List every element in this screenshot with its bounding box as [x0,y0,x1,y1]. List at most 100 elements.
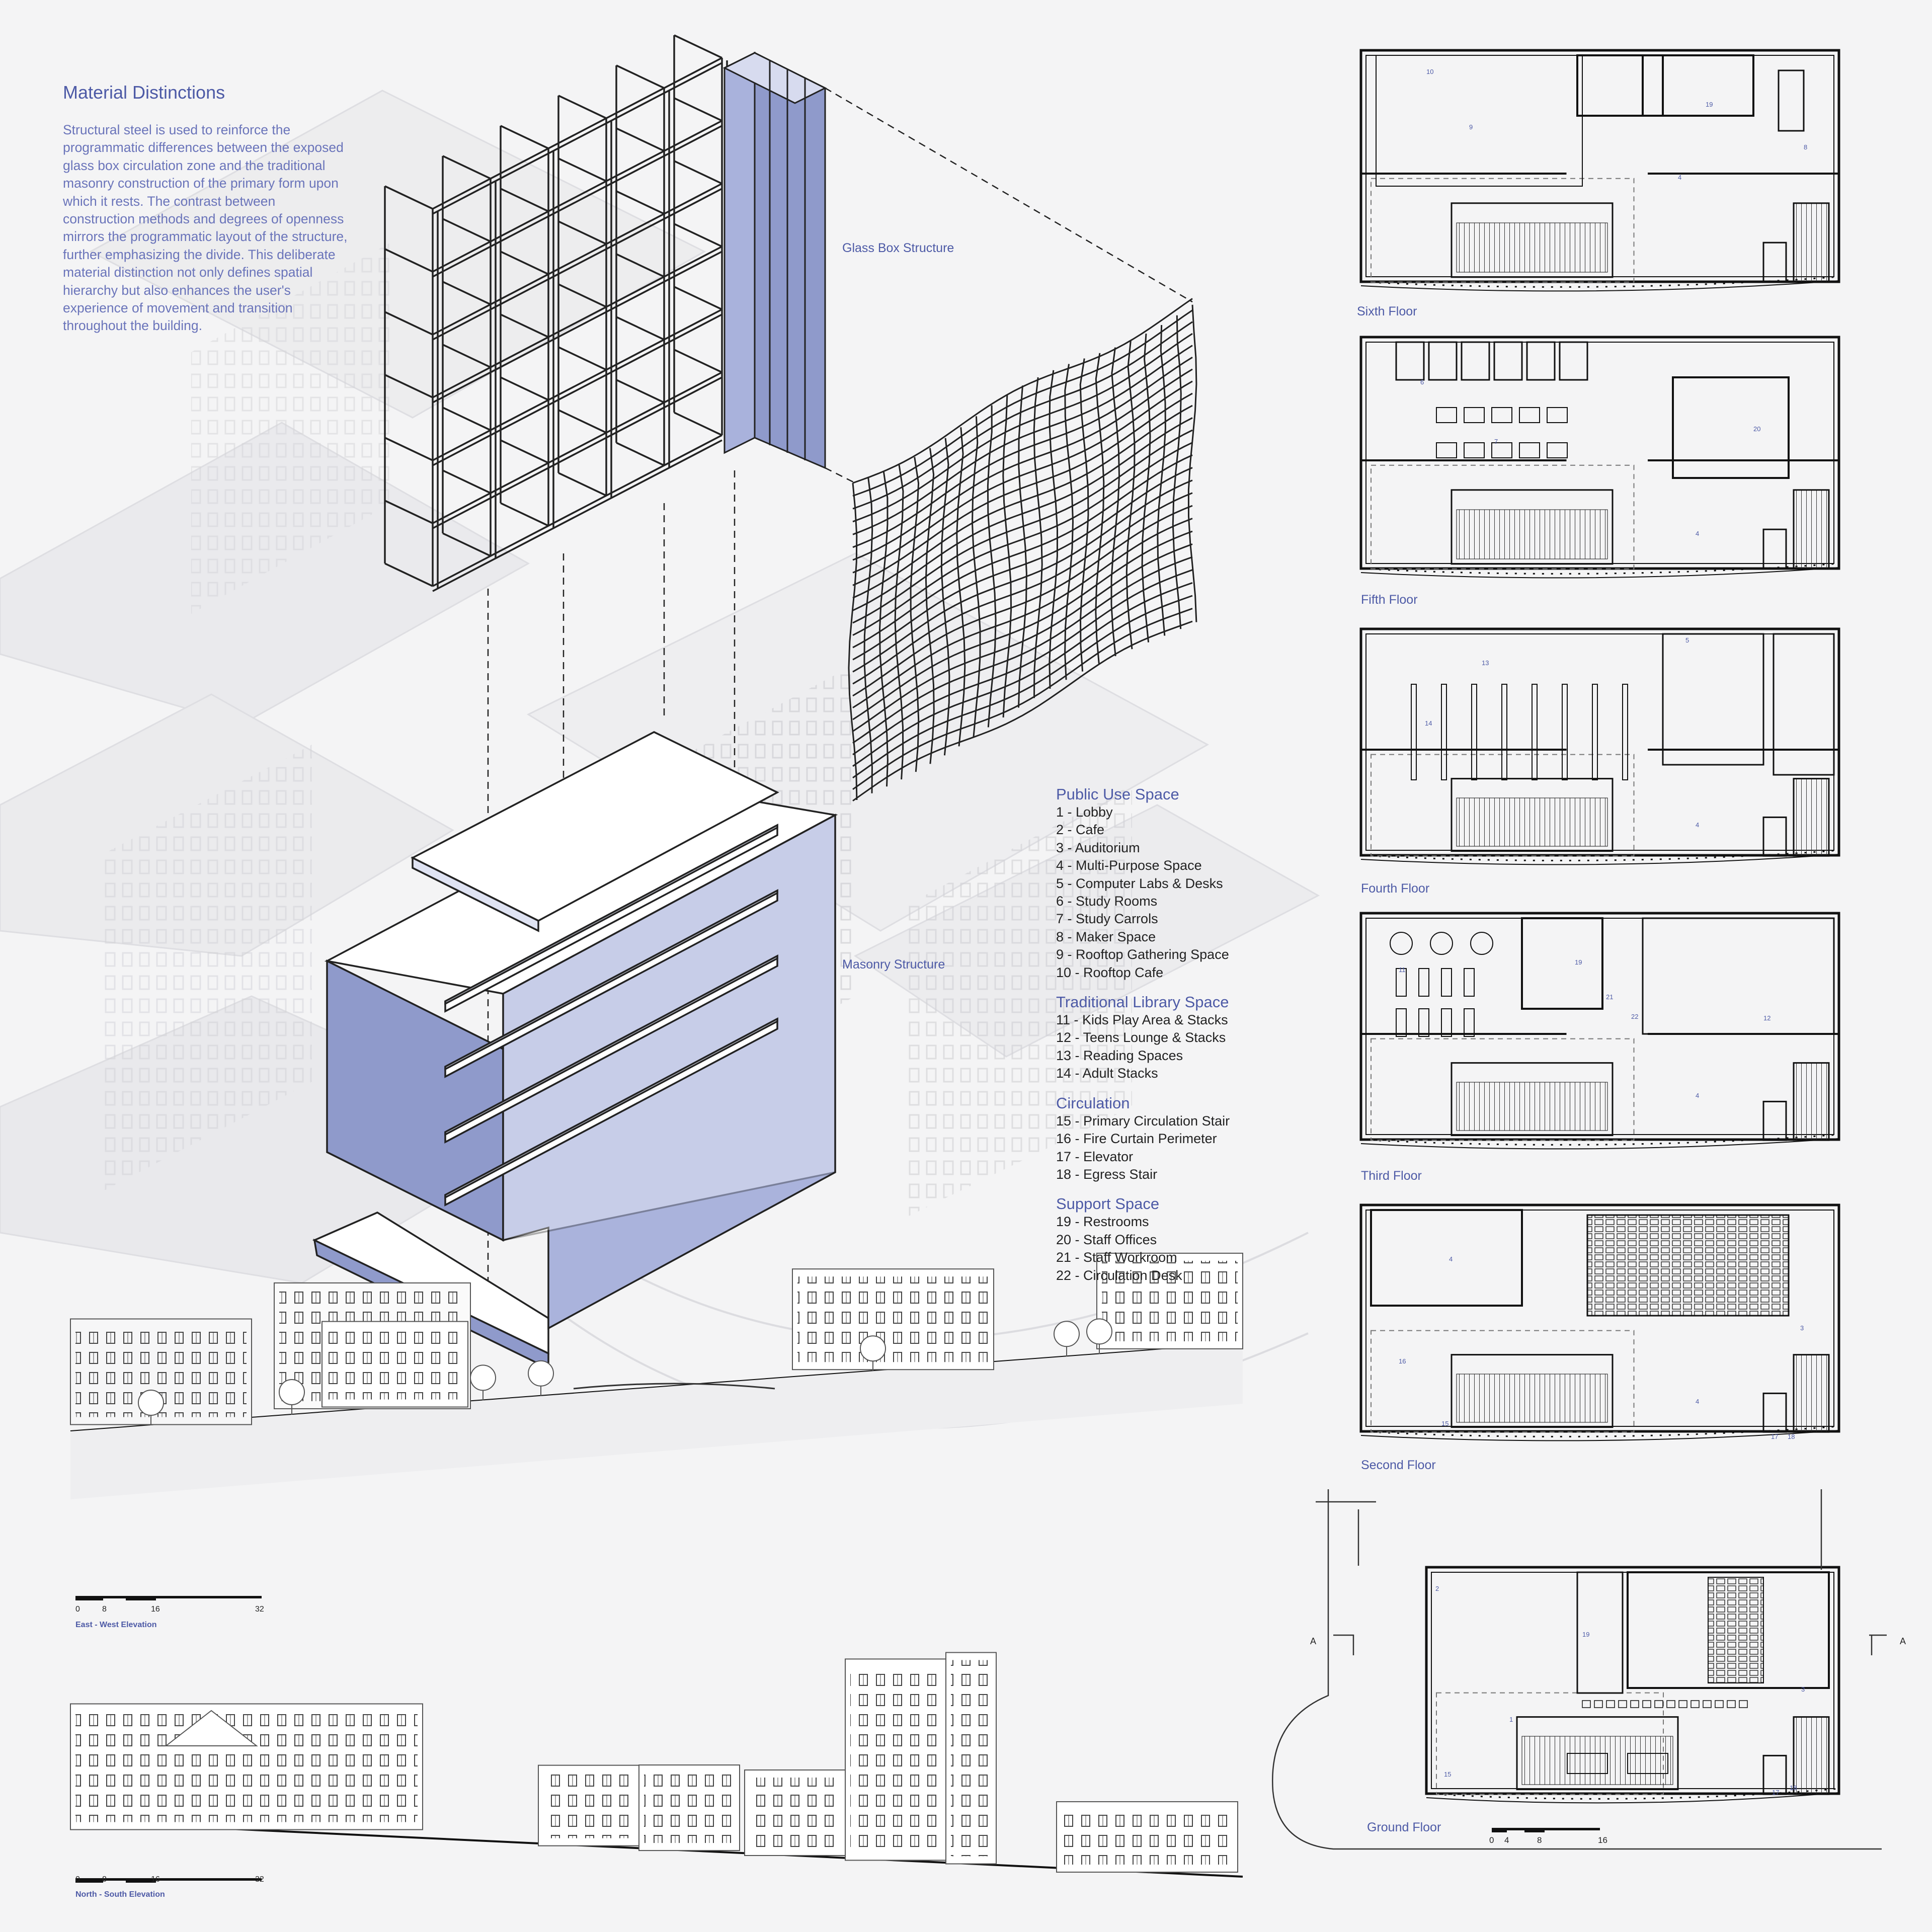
scale-tick: 16 [151,1875,160,1884]
scale-tick: 8 [102,1875,107,1884]
primary-stair [1451,1354,1614,1428]
stack [1471,684,1477,780]
scale-tick: 16 [151,1605,160,1614]
tree [138,1389,164,1416]
east-west-elevation [70,1252,1243,1499]
room-number: 20 [1753,425,1761,433]
wavy-facade-panel [848,298,1197,801]
east-west-label: East - West Elevation [75,1621,157,1629]
room-number: 15 [1444,1770,1452,1778]
study-carrol [1464,407,1485,423]
legend-traditional: Traditional Library Space 11 - Kids Play… [1056,993,1287,1083]
room-number: 22 [1631,1013,1639,1020]
study-carrol [1491,442,1512,458]
stack [1411,684,1417,780]
legend-item: 13 - Reading Spaces [1056,1048,1183,1063]
stack [1418,1008,1429,1037]
glass-box-core [722,51,827,469]
study-carrol [1547,407,1568,423]
legend-item: 6 - Study Rooms [1056,894,1158,909]
section-marker-right: A [1900,1636,1906,1646]
section-marker-left: A [1310,1636,1317,1646]
stack [1464,1008,1475,1037]
room-number: 12 [1763,1014,1771,1022]
room-number: 4 [1696,1092,1700,1099]
room-number: 15 [1441,1420,1449,1427]
masonry-label: Masonry Structure [842,957,945,972]
floor-label-fifth: Fifth Floor [1361,593,1418,607]
round-table [1470,932,1493,955]
study-room [1461,341,1490,381]
room-number: 4 [1696,821,1700,829]
glass-box-frame [384,34,728,592]
auditorium-seating [1586,1214,1790,1317]
restrooms [1576,1571,1624,1694]
egress-stair [1793,1354,1830,1433]
north-south-elevation [70,1652,1243,1878]
legend-item: 14 - Adult Stacks [1056,1066,1158,1081]
elevator [1762,1100,1787,1141]
elevator [1762,1392,1787,1433]
glass-box-label: Glass Box Structure [842,241,954,255]
legend-item: 9 - Rooftop Gathering Space [1056,947,1229,962]
study-carrol [1464,442,1485,458]
study-carrol [1519,407,1540,423]
plan-scale-tick: 8 [1537,1835,1542,1845]
stack [1396,968,1407,997]
floor-label-second: Second Floor [1361,1458,1436,1472]
floor-label-sixth: Sixth Floor [1357,304,1417,318]
room-number: 10 [1426,68,1434,75]
room-number: 18 [1790,1784,1797,1792]
legend-item: 3 - Auditorium [1056,840,1140,855]
scale-tick: 32 [255,1605,264,1614]
plan-scale-tick: 4 [1504,1835,1509,1845]
floor-label-fourth: Fourth Floor [1361,881,1430,896]
primary-stair [1516,1716,1679,1791]
room-number: 13 [1482,659,1489,667]
north-south-label: North - South Elevation [75,1890,165,1899]
maker-bench [1778,69,1805,132]
stack [1562,684,1568,780]
masonry-structure [312,731,838,1370]
tree [1054,1321,1080,1347]
legend-circulation: Circulation 15 - Primary Circulation Sta… [1056,1094,1287,1184]
legend-item: 11 - Kids Play Area & Stacks [1056,1012,1228,1028]
elevator [1762,528,1787,570]
round-table [1390,932,1413,955]
floor-plan-second [1359,1203,1840,1441]
table [1627,1753,1668,1774]
primary-stair [1451,1062,1614,1137]
study-room [1493,341,1523,381]
study-carrol [1436,407,1457,423]
legend-public: Public Use Space 1 - Lobby 2 - Cafe 3 - … [1056,785,1287,982]
legend-title: Traditional Library Space [1056,993,1229,1011]
egress-stair [1793,1062,1830,1141]
room-number: 19 [1706,101,1713,108]
floor-plans [1359,49,1840,1804]
study-room [1559,341,1588,381]
legend-item: 17 - Elevator [1056,1149,1134,1164]
restrooms [1642,54,1754,117]
plan-scale-tick: 0 [1489,1835,1494,1845]
room-number: 9 [1469,123,1473,131]
stack [1418,968,1429,997]
legend-support: Support Space 19 - Restrooms 20 - Staff … [1056,1194,1287,1284]
study-carrol [1436,442,1457,458]
room-number: 2 [1435,1585,1439,1592]
legend-item: 19 - Restrooms [1056,1214,1149,1230]
elevator [1762,816,1787,857]
stack [1592,684,1598,780]
program-legend: Public Use Space 1 - Lobby 2 - Cafe 3 - … [1056,785,1287,1296]
scale-tick: 0 [75,1605,80,1614]
legend-title: Support Space [1056,1195,1160,1213]
tree [1086,1318,1112,1345]
legend-item: 7 - Study Carrols [1056,911,1158,927]
egress-stair [1793,202,1830,283]
table [1567,1753,1608,1774]
study-room [1428,341,1458,381]
stack [1532,684,1538,780]
legend-item: 20 - Staff Offices [1056,1232,1157,1247]
stack [1622,684,1628,780]
room-number: 21 [1606,993,1614,1001]
